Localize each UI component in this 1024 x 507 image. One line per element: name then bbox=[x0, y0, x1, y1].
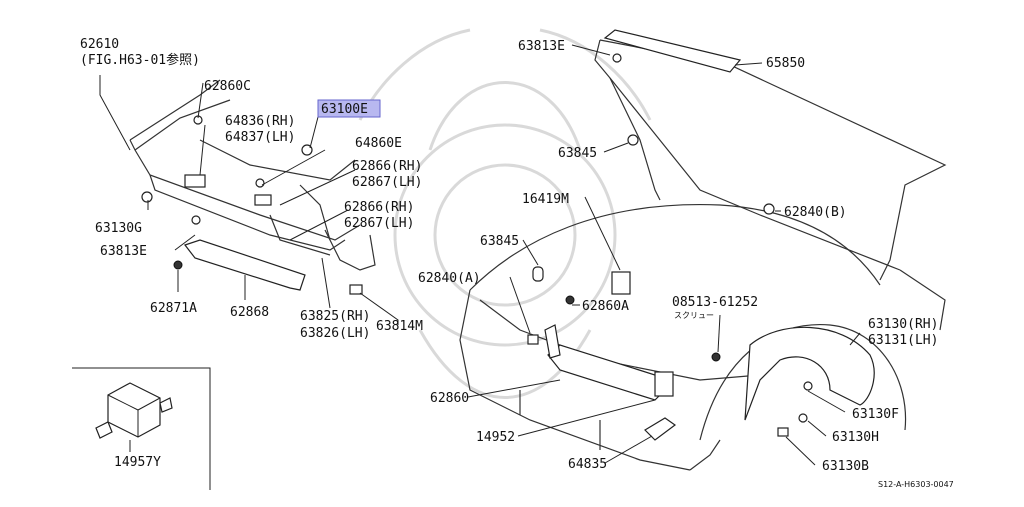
label-63814m[interactable]: 63814M bbox=[376, 319, 423, 334]
hood-lock-16419m bbox=[611, 271, 631, 295]
label-64836[interactable]: 64836(RH) bbox=[225, 114, 295, 129]
label-62840a[interactable]: 62840(A) bbox=[418, 271, 481, 286]
label-62860a[interactable]: 62860A bbox=[582, 299, 629, 314]
label-16419m[interactable]: 16419M bbox=[522, 192, 569, 207]
clip-63814m bbox=[349, 284, 363, 295]
label-64837[interactable]: 64837(LH) bbox=[225, 130, 295, 145]
label-62866-upper[interactable]: 62866(RH) bbox=[352, 159, 422, 174]
label-63130[interactable]: 63130(RH) bbox=[868, 317, 938, 332]
label-64835[interactable]: 64835 bbox=[568, 457, 607, 472]
front-bumper-assembly bbox=[129, 79, 376, 271]
label-63131[interactable]: 63131(LH) bbox=[868, 333, 938, 348]
label-62860[interactable]: 62860 bbox=[430, 391, 469, 406]
bumpers-small bbox=[527, 53, 775, 362]
leader-lines-right bbox=[467, 44, 861, 466]
label-fig-ref: (FIG.H63-01参照) bbox=[80, 52, 200, 68]
label-62867-upper[interactable]: 62867(LH) bbox=[352, 175, 422, 190]
label-62840b[interactable]: 62840(B) bbox=[784, 205, 847, 220]
inset-14957y bbox=[72, 367, 211, 490]
label-63813e-top[interactable]: 63813E bbox=[518, 39, 565, 54]
label-63130b[interactable]: 63130B bbox=[822, 459, 869, 474]
label-14952[interactable]: 14952 bbox=[476, 430, 515, 445]
label-62866-lower[interactable]: 62866(RH) bbox=[344, 200, 414, 215]
bumper-bracket-62868 bbox=[173, 239, 306, 291]
label-64860e[interactable]: 64860E bbox=[355, 136, 402, 151]
inner-fender-63130 bbox=[744, 326, 875, 437]
label-63100e[interactable]: 63100E bbox=[321, 102, 368, 117]
highlight-63100e bbox=[317, 99, 381, 118]
label-62867-lower[interactable]: 62867(LH) bbox=[344, 216, 414, 231]
label-63130f[interactable]: 63130F bbox=[852, 407, 899, 422]
label-screw: スクリュー bbox=[674, 311, 714, 320]
label-65850[interactable]: 65850 bbox=[766, 56, 805, 71]
label-14957y[interactable]: 14957Y bbox=[114, 455, 161, 470]
part-labels: 62610 (FIG.H63-01参照) 62860C 64836(RH) 64… bbox=[80, 37, 938, 474]
leader-lines-left bbox=[99, 75, 399, 325]
latch-cable-bracket-64835 bbox=[644, 417, 677, 441]
diagram-code: S12-A-H6303-0047 bbox=[878, 480, 954, 489]
label-63845-mid[interactable]: 63845 bbox=[480, 234, 519, 249]
label-62871a[interactable]: 62871A bbox=[150, 301, 197, 316]
hood-molding-65850 bbox=[603, 29, 742, 73]
label-08513[interactable]: 08513-61252 bbox=[672, 295, 758, 310]
label-63130g[interactable]: 63130G bbox=[95, 221, 142, 236]
label-63825[interactable]: 63825(RH) bbox=[300, 309, 370, 324]
label-63845-top[interactable]: 63845 bbox=[558, 146, 597, 161]
car-body bbox=[459, 39, 947, 471]
label-62868[interactable]: 62868 bbox=[230, 305, 269, 320]
label-63826[interactable]: 63826(LH) bbox=[300, 326, 370, 341]
label-62610[interactable]: 62610 bbox=[80, 37, 119, 52]
label-63130h[interactable]: 63130H bbox=[832, 430, 879, 445]
label-62860c[interactable]: 62860C bbox=[204, 79, 251, 94]
support-rod-62860 bbox=[544, 324, 674, 401]
label-63813e-left[interactable]: 63813E bbox=[100, 244, 147, 259]
